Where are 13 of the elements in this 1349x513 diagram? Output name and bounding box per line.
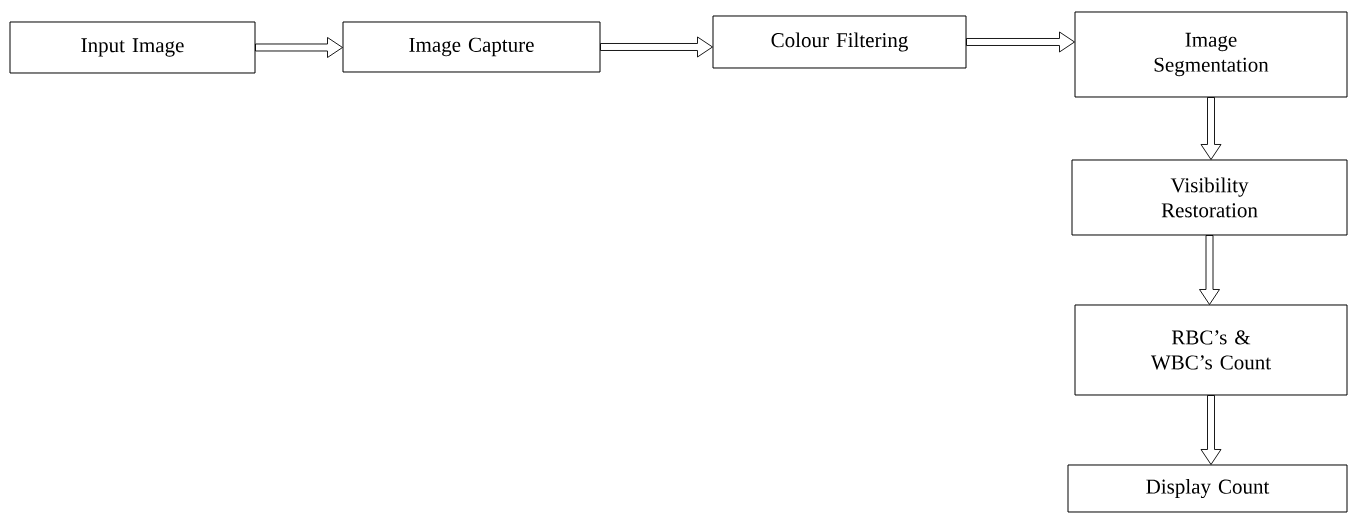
block-arrow [255,37,343,58]
process-box: Visibility Restoration [1071,159,1348,236]
process-box: Image Segmentation [1074,11,1348,98]
process-box: Image Capture [342,21,601,73]
block-arrow [600,36,713,58]
block-arrow [966,31,1075,53]
block-arrow [1200,395,1222,465]
process-box: Input Image [9,21,256,74]
process-box: Display Count [1067,464,1348,513]
block-arrow [1199,235,1220,305]
process-box: RBC’s & WBC’s Count [1074,304,1348,396]
block-arrow [1200,97,1222,160]
process-box: Colour Filtering [712,15,967,69]
